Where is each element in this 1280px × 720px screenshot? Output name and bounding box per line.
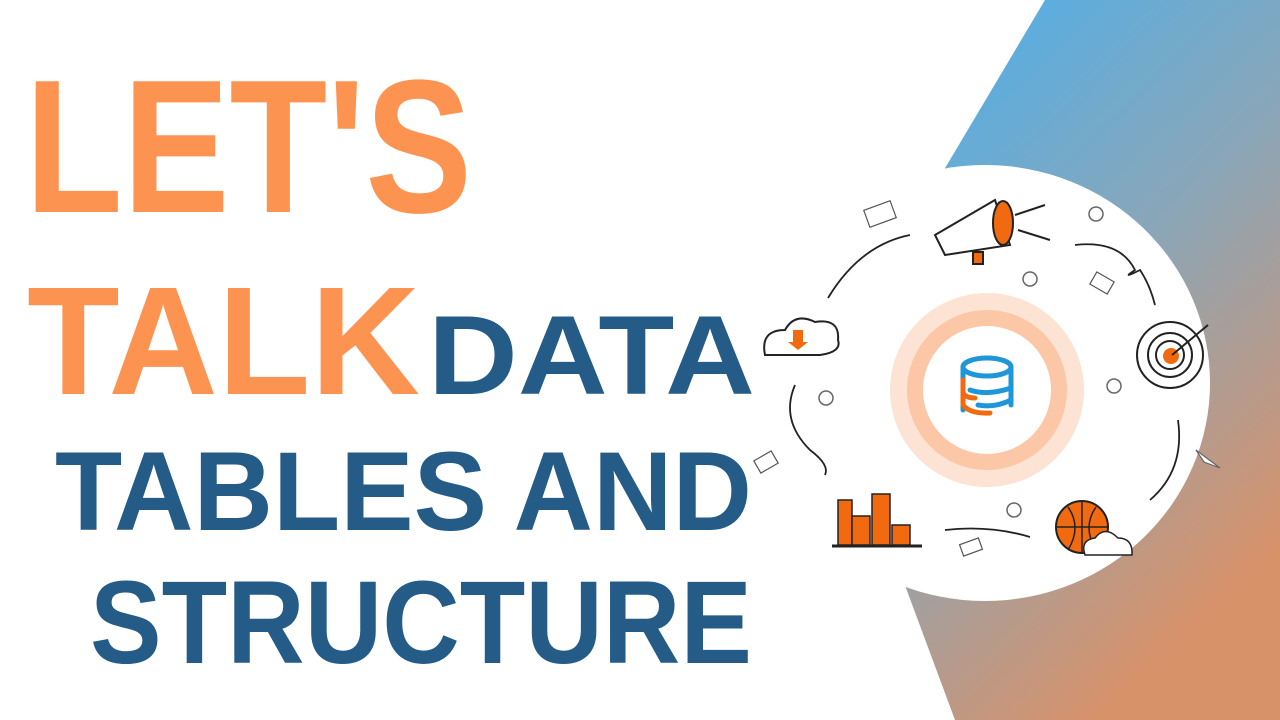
envelope-icon <box>753 199 1115 557</box>
database-icon <box>960 355 1014 416</box>
megaphone-icon <box>933 198 1051 265</box>
bar-chart-icon <box>832 493 922 548</box>
globe-cloud-icon <box>1055 500 1133 556</box>
title-line-data: DATA <box>428 293 755 418</box>
target-icon <box>1136 321 1209 389</box>
flow-arrows <box>789 234 1181 538</box>
database-badge <box>890 293 1084 487</box>
paper-plane-icon <box>1195 449 1221 469</box>
title-line-tables-and: TABLES AND <box>55 429 752 554</box>
title-line-talk: TALK <box>27 255 420 427</box>
dollar-coin-icon <box>818 206 1122 518</box>
cloud-download-icon <box>763 317 840 356</box>
title-line-lets: LET'S <box>25 41 472 253</box>
title-line-structure: STRUCTURE <box>90 557 752 689</box>
